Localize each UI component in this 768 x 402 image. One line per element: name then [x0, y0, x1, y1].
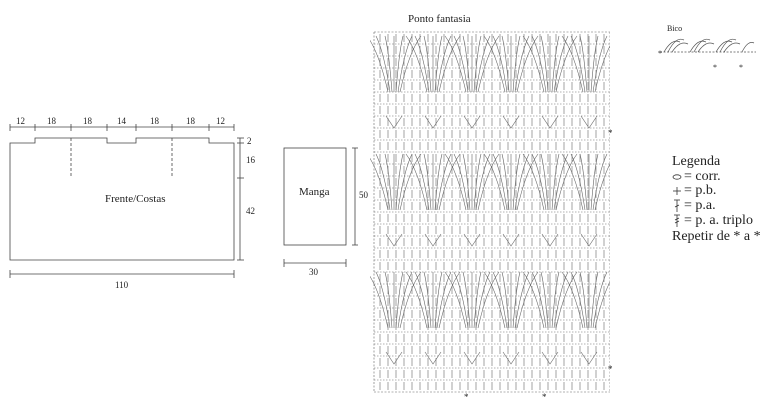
stitch-chart [370, 31, 610, 393]
repeat-marker-right-top: * [608, 128, 613, 138]
body-label: Frente/Costas [105, 193, 166, 205]
edging-repeat-mark-2: * [739, 63, 743, 72]
measure-right-1: 2 [247, 136, 252, 146]
sleeve-label: Manga [299, 186, 330, 198]
legend-item-label: = p.a. [684, 197, 716, 213]
legend-item-triple-crochet: = p. a. triplo [672, 213, 767, 228]
body-width-label: 110 [115, 280, 129, 290]
edging-title: Bico [667, 24, 683, 33]
legend-item-chain: = corr. [672, 170, 767, 184]
repeat-marker-bottom-right: * [542, 392, 547, 402]
measure-top-6: 18 [186, 116, 195, 126]
chain-stitch-icon [672, 174, 682, 180]
measure-top-5: 18 [150, 116, 159, 126]
edging-start-mark: * [658, 49, 662, 58]
legend-repeat-note: Repetir de * a * [672, 229, 761, 244]
sleeve-height-label: 50 [359, 190, 368, 200]
measure-top-1: 12 [16, 116, 25, 126]
edging-repeat-mark-1: * [713, 63, 717, 72]
double-crochet-icon [674, 199, 680, 212]
legend-item-label: = p. a. triplo [684, 212, 753, 228]
measure-top-2: 18 [47, 116, 56, 126]
single-crochet-icon [673, 187, 681, 195]
measure-right-2: 16 [246, 155, 255, 165]
measure-top-7: 12 [216, 116, 225, 126]
legend: Legenda = corr. = p.b. = p.a. = p. a. tr… [672, 155, 767, 244]
legend-item-label: = p.b. [684, 183, 717, 198]
repeat-marker-bottom-left: * [464, 392, 469, 402]
sleeve-width-label: 30 [309, 267, 318, 277]
legend-item-double-crochet: = p.a. [672, 198, 767, 213]
repeat-marker-right-bottom: * [608, 364, 613, 374]
chart-title: Ponto fantasia [408, 13, 471, 25]
triple-crochet-icon [674, 214, 680, 227]
measure-right-3: 42 [246, 206, 255, 216]
legend-item-single-crochet: = p.b. [672, 184, 767, 198]
measure-top-3: 18 [83, 116, 92, 126]
legend-title: Legenda [672, 154, 721, 169]
edging-diagram: * * * [658, 38, 756, 72]
measure-top-4: 14 [117, 116, 126, 126]
legend-item-label: = corr. [684, 169, 721, 184]
